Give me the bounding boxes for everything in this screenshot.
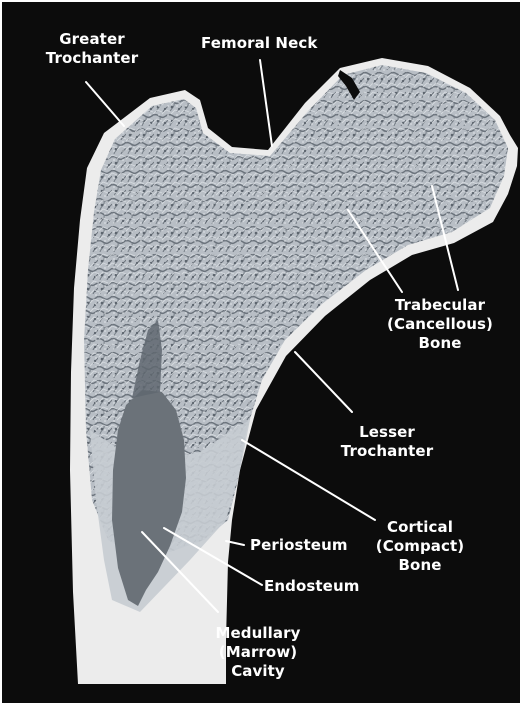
label-line: Endosteum [264,577,359,596]
label-line: Femoral Neck [201,34,317,53]
label-line: (Marrow) [208,643,308,662]
label-cortical-bone: Cortical (Compact) Bone [368,518,472,575]
label-line: Cavity [208,662,308,681]
label-trabecular-bone: Trabecular (Cancellous) Bone [382,296,498,353]
label-lesser-trochanter: Lesser Trochanter [332,423,442,461]
label-line: Lesser [332,423,442,442]
label-line: (Cancellous) [382,315,498,334]
label-femoral-neck: Femoral Neck [201,34,317,53]
label-line: Bone [368,556,472,575]
label-line: (Compact) [368,537,472,556]
label-line: Trochanter [332,442,442,461]
label-medullary-cavity: Medullary (Marrow) Cavity [208,624,308,681]
label-line: Cortical [368,518,472,537]
label-endosteum: Endosteum [264,577,359,596]
label-line: Bone [382,334,498,353]
label-periosteum: Periosteum [250,536,348,555]
label-line: Trochanter [42,49,142,68]
label-line: Greater [42,30,142,49]
label-line: Periosteum [250,536,348,555]
label-line: Medullary [208,624,308,643]
label-line: Trabecular [382,296,498,315]
label-greater-trochanter: Greater Trochanter [42,30,142,68]
